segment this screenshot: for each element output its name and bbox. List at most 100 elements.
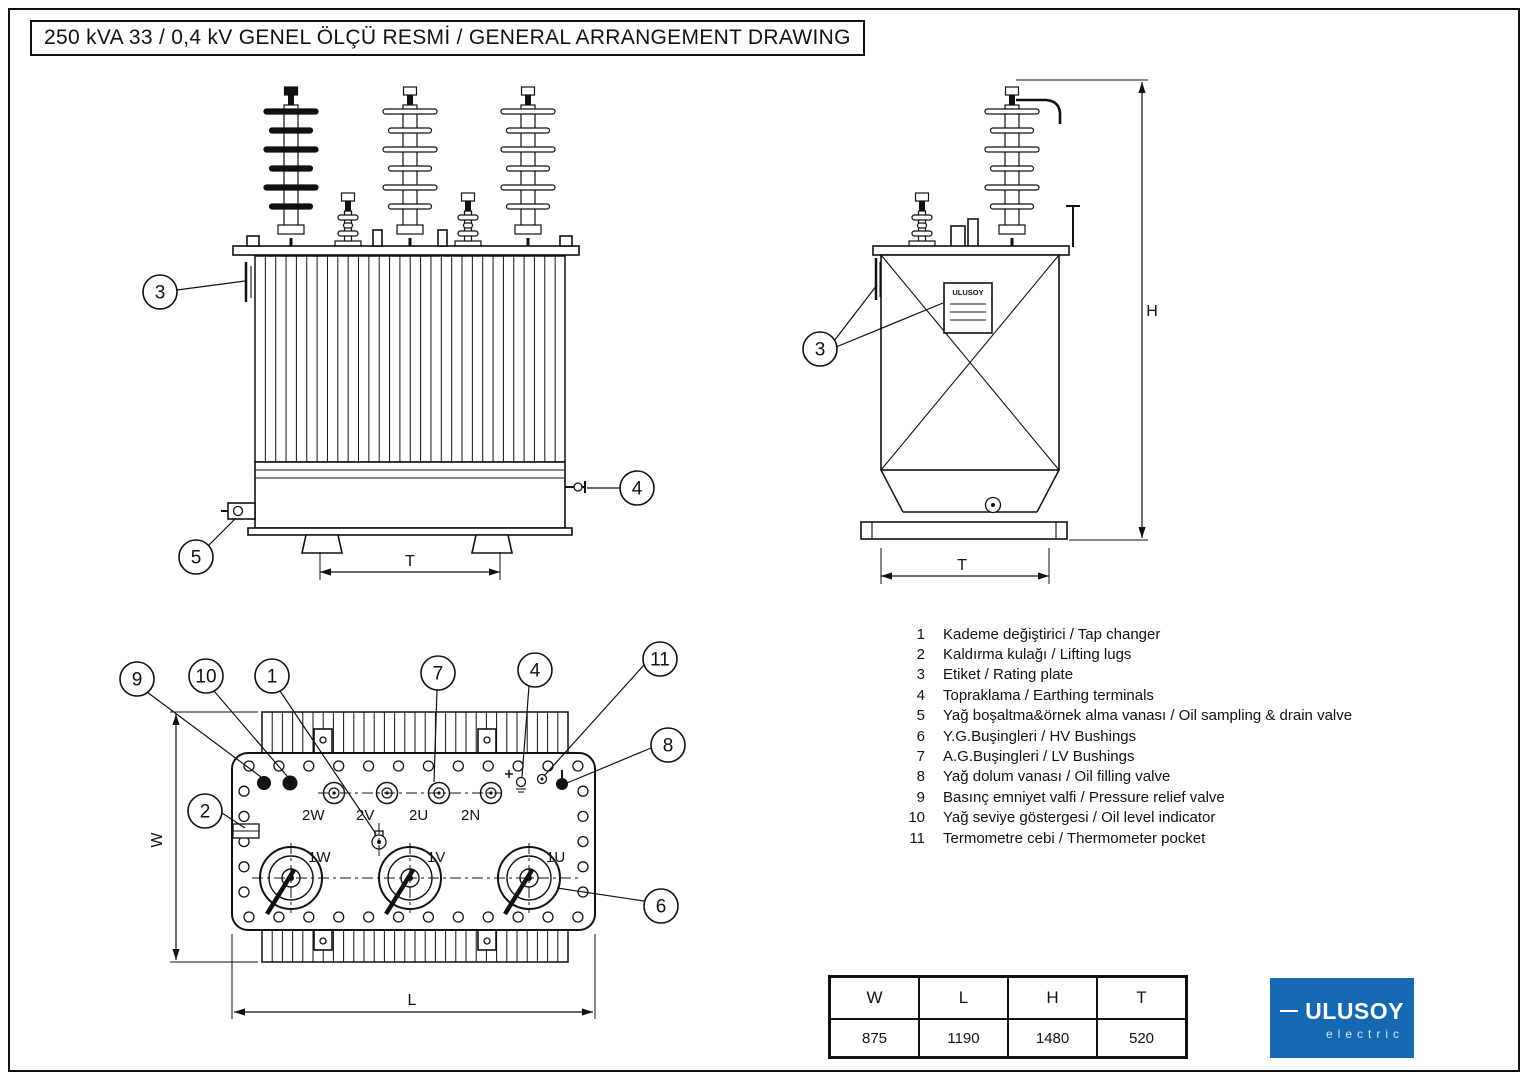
callout-number: 3 [815,340,826,361]
side-view-transformer: ULUSOY H T 3 [802,86,1158,574]
parts-list-row: 11 Termometre cebi / Thermometer pocket [895,828,1352,848]
tank-lid-front [232,245,580,256]
parts-list-row: 1 Kademe değiştirici / Tap changer [895,624,1352,644]
dim-label-w: W [149,832,166,848]
dim-table-header-l: L [919,977,1008,1019]
lid-fitting [372,229,383,247]
part-description: Termometre cebi / Thermometer pocket [943,829,1206,847]
callout-oil-level-indicator: 10 [188,658,288,777]
lid-fitting [559,235,573,247]
drawing-title: 250 kVA 33 / 0,4 kV GENEL ÖLÇÜ RESMİ / G… [30,20,865,56]
logo-sub-text: electric [1325,1026,1404,1041]
callout-number: 5 [191,548,202,569]
lid-fitting [950,225,966,248]
base-skid [247,527,573,536]
dim-label-t-side: T [957,557,967,574]
part-description: Etiket / Rating plate [943,666,1074,684]
pressure-relief-valve-symbol [257,776,271,790]
parts-list-row: 5 Yağ boşaltma&örnek alma vanası / Oil sa… [895,706,1352,726]
rating-plate-brand: ULUSOY [952,288,983,297]
lv-terminal-label-2n: 2N [461,807,480,824]
hv-terminal-label-1v: 1V [427,849,445,866]
part-description: Y.G.Buşingleri / HV Bushings [943,727,1137,745]
callout-number: 4 [530,661,541,682]
part-number: 1 [916,625,925,643]
foot [471,534,513,554]
top-view-transformer: 2W 2V 2U 2N 1W 1V 1U W L 9 10 1 7 [119,641,686,1009]
part-number: 8 [916,768,925,786]
part-number: 7 [916,748,925,766]
front-view-transformer: T 3 4 5 [142,86,655,575]
callout-oil-filling-valve: 8 [566,727,686,784]
callout-number: 7 [433,664,444,685]
callout-pressure-relief-valve: 9 [119,661,262,778]
callout-number: 10 [195,667,216,688]
dim-table-value-w: 875 [830,1019,919,1057]
callout-number: 9 [132,670,143,691]
dim-table-header-w: W [830,977,919,1019]
part-description: Yağ boşaltma&örnek alma vanası / Oil sam… [943,707,1353,725]
callout-lifting-lugs: 2 [187,793,246,829]
part-number: 2 [916,646,925,664]
rating-plate: ULUSOY [943,282,993,334]
parts-list-row: 4 Topraklama / Earthing terminals [895,685,1352,705]
callout-lv-bushings: 7 [420,655,456,783]
lid-fitting [967,218,979,248]
part-description: Yağ dolum vanası / Oil filling valve [943,768,1171,786]
dim-label-t-front: T [405,553,415,570]
lifting-lug-symbol-left [232,823,260,839]
callout-rating-plate-side: 3 [802,284,944,367]
dim-table-value-t: 520 [1097,1019,1186,1057]
lv-terminal-label-2v: 2V [356,807,374,824]
hv-terminal-label-1u: 1U [546,849,565,866]
base-skid-side [860,521,1068,540]
part-number: 4 [916,686,925,704]
callout-hv-bushings: 6 [556,887,679,924]
dim-label-h: H [1146,303,1158,320]
cooling-fins-top-view [261,711,569,963]
callout-rating-plate-front: 3 [142,274,246,310]
dim-table-value-h: 1480 [1008,1019,1097,1057]
thermometer-pocket-symbol [536,773,548,785]
front-fins-and-bushings [254,86,566,463]
callout-earthing-terminals-top: 4 [517,652,553,778]
ulusoy-logo: ULUSOY electric [1270,978,1414,1058]
sheet-border [8,8,1520,1072]
callout-number: 4 [632,479,643,500]
part-description: Yağ seviye göstergesi / Oil level indica… [943,809,1216,827]
earthing-terminal-symbol-top [515,776,527,793]
tank-lid-side [872,245,1070,256]
parts-list-row: 3 Etiket / Rating plate [895,665,1352,685]
dim-table-header-t: T [1097,977,1186,1019]
cover-bolts [238,760,589,923]
part-number: 10 [908,809,925,827]
lower-tank [254,461,566,529]
callout-number: 3 [155,283,166,304]
part-number: 3 [916,666,925,684]
callout-tap-changer: 1 [254,658,377,835]
dim-label-l: L [408,992,417,1009]
part-number: 11 [909,829,925,847]
parts-list-row: 10 Yağ seviye göstergesi / Oil level indi… [895,808,1352,828]
part-number: 9 [916,788,925,806]
callout-drain-valve: 5 [178,517,237,575]
logo-line [1280,1010,1299,1012]
part-description: Topraklama / Earthing terminals [943,686,1154,704]
callout-number: 8 [663,736,674,757]
lid-fitting [437,229,448,247]
dimension-lines [170,79,1148,1019]
lv-terminal-label-2u: 2U [409,807,428,824]
part-description: Kademe değiştirici / Tap changer [943,625,1161,643]
callout-number: 6 [656,897,667,918]
oil-level-indicator-symbol [282,775,298,791]
callout-number: 1 [267,667,278,688]
hv-conductor-arm [1016,98,1062,124]
parts-list-row: 8 Yağ dolum vanası / Oil filling valve [895,767,1352,787]
drain-valve-symbol [221,502,256,520]
part-number: 5 [916,707,925,725]
